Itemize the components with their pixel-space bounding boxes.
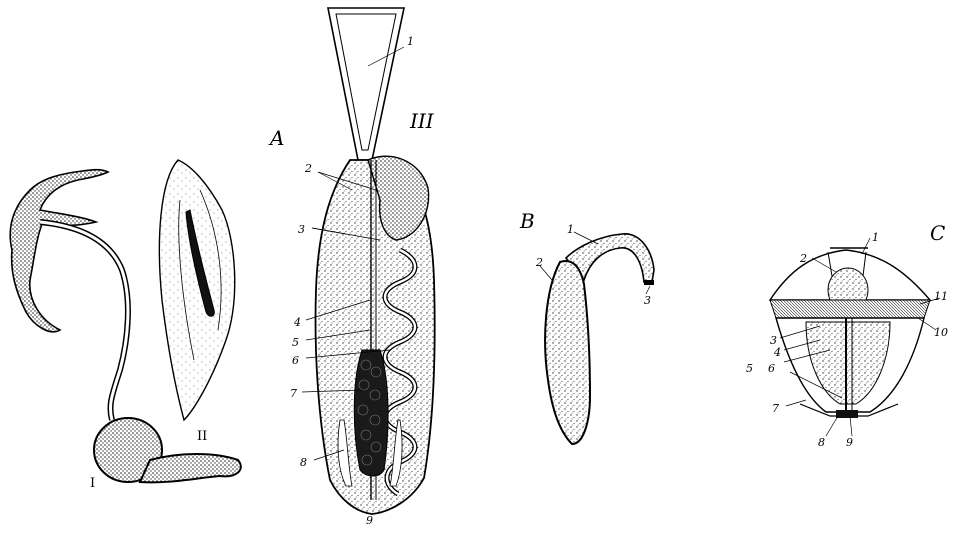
panel-A-letter: A (268, 126, 284, 150)
III-callout-3: 3 (298, 223, 305, 236)
B-callout-3: 3 (644, 294, 651, 307)
C-callout-11: 11 (934, 290, 948, 303)
specimen-II-drawing (159, 160, 234, 420)
C-callout-4: 4 (773, 346, 781, 359)
C-callout-8: 8 (818, 436, 825, 449)
III-callout-9: 9 (366, 514, 373, 527)
III-callout-4: 4 (293, 316, 301, 329)
III-callout-7: 7 (290, 387, 297, 400)
III-callout-6: 6 (292, 354, 299, 367)
III-callout-2: 2 (304, 162, 312, 175)
panel-B-letter: B (519, 209, 535, 233)
C-callout-10: 10 (934, 326, 948, 339)
C-callout-9: 9 (846, 436, 853, 449)
B-callout-1: 1 (567, 223, 574, 236)
label-III: III (409, 109, 435, 133)
panel-B-drawing (545, 234, 654, 444)
III-callout-5: 5 (292, 336, 299, 349)
C-callout-7: 7 (772, 402, 779, 415)
C-callout-6: 6 (768, 362, 775, 375)
specimen-III-drawing (316, 8, 435, 514)
label-I: I (90, 476, 95, 491)
C-callout-2: 2 (799, 252, 807, 265)
B-callout-2: 2 (535, 256, 543, 269)
III-callout-1: 1 (407, 35, 414, 48)
C-callout-1: 1 (872, 231, 879, 244)
label-II: II (197, 429, 207, 444)
panel-C-drawing (770, 248, 930, 418)
C-callout-5: 5 (746, 362, 753, 375)
panel-C-letter: C (930, 221, 945, 245)
III-callout-8: 8 (300, 456, 307, 469)
